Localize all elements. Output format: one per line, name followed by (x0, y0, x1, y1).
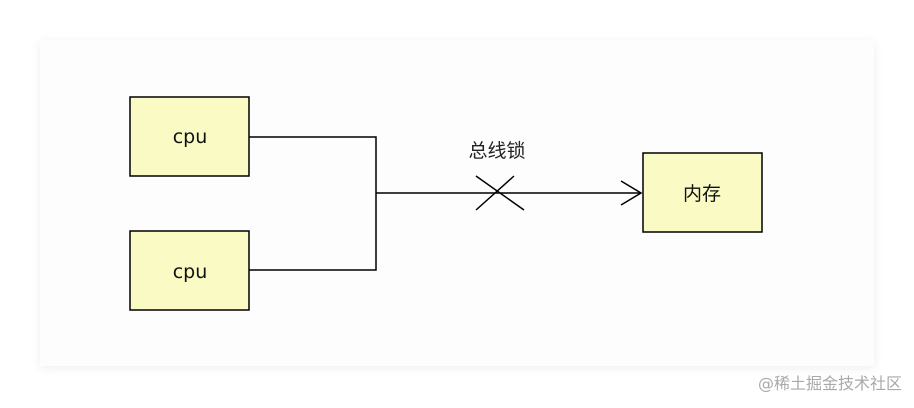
cpu-bus-connector (249, 136, 377, 271)
cpu-node-bottom-box (129, 230, 250, 311)
cpu-node-top-label: cpu (173, 126, 208, 148)
lock-cross-icon (475, 175, 525, 211)
arrowhead-icon (620, 180, 643, 206)
watermark: @稀土掘金技术社区 (757, 374, 902, 393)
cpu-node-bottom-label: cpu (173, 261, 208, 283)
cpu-node-top-box (129, 96, 250, 177)
memory-node: 内存 (642, 152, 763, 233)
memory-node-box (642, 152, 763, 233)
cpu-node-top: cpu (129, 96, 250, 177)
bus-lock-label: 总线锁 (468, 140, 525, 162)
memory-node-label: 内存 (683, 183, 721, 205)
cpu-node-bottom: cpu (129, 230, 250, 311)
